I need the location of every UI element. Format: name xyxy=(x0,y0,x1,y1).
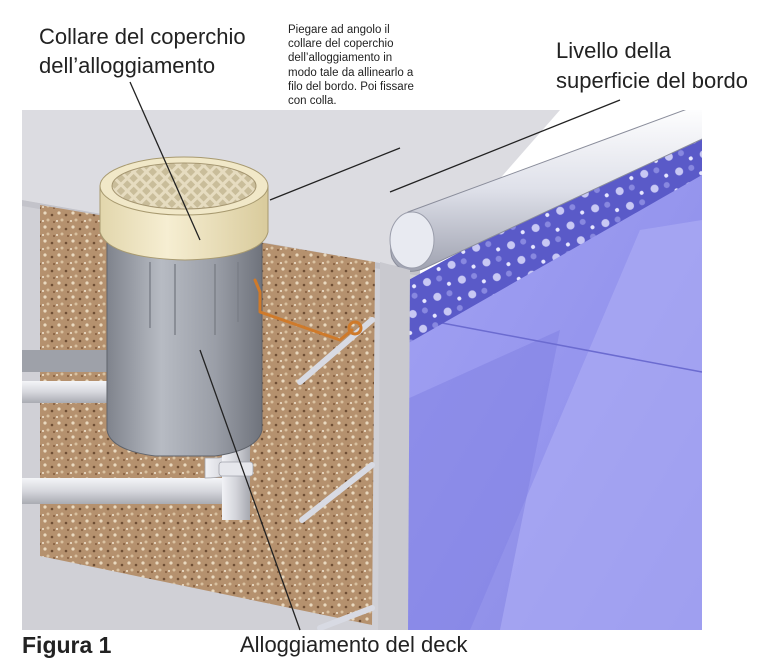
water-highlight xyxy=(470,220,702,630)
coping-end xyxy=(389,211,435,269)
label-deck-housing: Alloggiamento del deck xyxy=(240,632,468,657)
label-coping-level: Livello della superficie del bordo xyxy=(556,36,771,96)
pipe-top xyxy=(22,350,112,372)
label-collar-line2: dell’alloggiamento xyxy=(39,53,216,78)
leader-level xyxy=(389,99,621,193)
pipe-vertical-collar xyxy=(218,461,254,477)
label-level-line2: superficie del bordo xyxy=(556,68,749,93)
pipe-middle xyxy=(22,381,112,403)
label-level-line1: Livello della xyxy=(556,38,671,63)
bonding-wire xyxy=(253,278,354,342)
tile-band xyxy=(405,120,702,345)
label-collar-line1: Collare del coperchio xyxy=(39,24,246,49)
wall-side xyxy=(378,262,410,630)
leader-collar xyxy=(129,81,201,241)
label-instruction-note: Piegare ad angolo il collare del coperch… xyxy=(286,22,425,110)
figure-caption: Figura 1 xyxy=(22,632,112,658)
label-collar: Collare del coperchio dell’alloggiamento xyxy=(39,22,299,80)
deck-housing xyxy=(106,239,263,457)
waterline xyxy=(404,315,702,373)
pipe-bottom xyxy=(22,478,232,504)
leader-deck xyxy=(199,349,301,631)
lid-grille xyxy=(111,162,257,210)
wire-clamp xyxy=(347,320,363,336)
water-shadow xyxy=(405,330,560,630)
housing-ribs xyxy=(149,262,239,335)
leader-note xyxy=(269,147,401,201)
